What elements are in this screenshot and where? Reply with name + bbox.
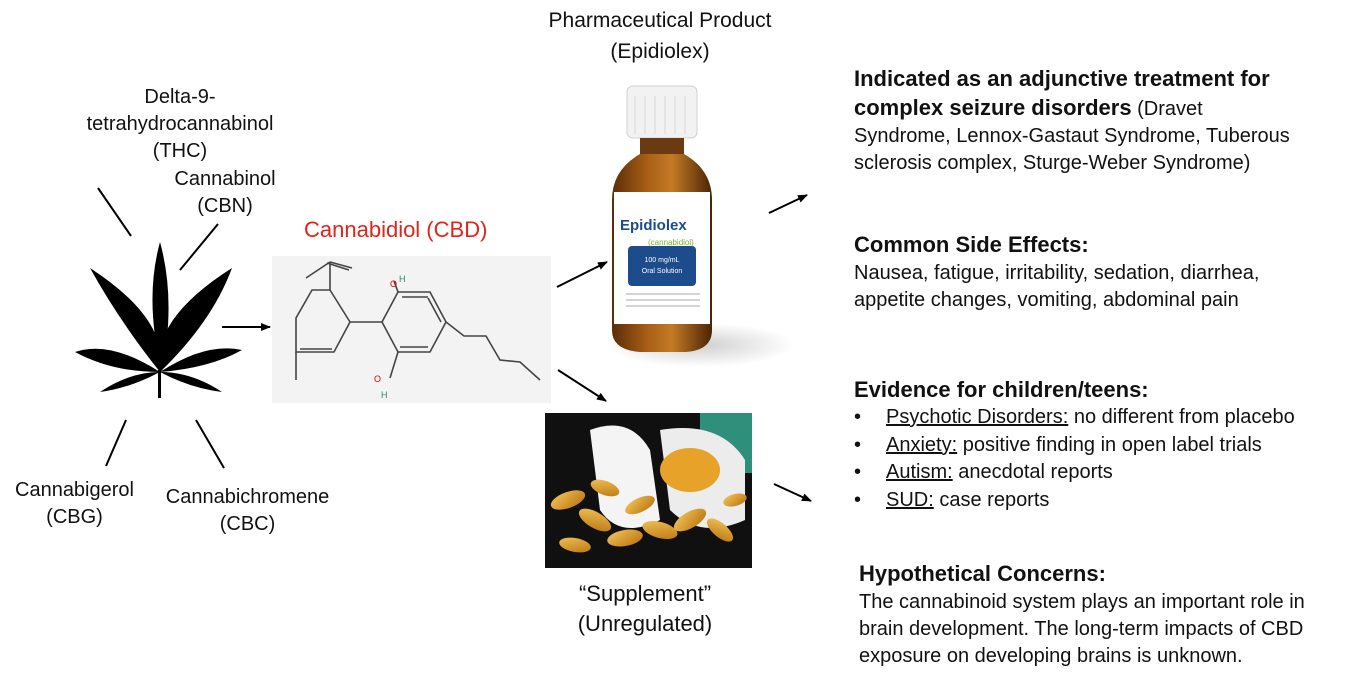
- indication-detail: (Dravet: [1137, 98, 1203, 120]
- evidence-section: Evidence for children/teens: •Psychotic …: [854, 376, 1364, 514]
- evidence-item: •Psychotic Disorders: no different from …: [854, 406, 1295, 428]
- indication-heading: Indicated as an adjunctive treatment for: [854, 66, 1270, 91]
- cannabis-leaf-icon: [75, 242, 242, 398]
- evidence-item: •SUD: case reports: [854, 488, 1050, 511]
- evidence-item: •Autism: anecdotal reports: [854, 461, 1113, 483]
- bottle-brand: Epidiolex: [620, 217, 687, 234]
- concerns-heading: Hypothetical Concerns:: [859, 561, 1106, 586]
- evidence-item: •Anxiety: positive finding in open label…: [854, 433, 1262, 456]
- epidiolex-bottle-image: Epidiolex (cannabidiol) 100 mg/mL Oral S…: [605, 85, 795, 367]
- cbd-label: Cannabidiol (CBD): [304, 217, 488, 242]
- concerns-section: Hypothetical Concerns: The cannabinoid s…: [859, 560, 1364, 670]
- indication-line-3: sclerosis complex, Sturge-Weber Syndrome…: [854, 152, 1251, 174]
- side-effects-heading: Common Side Effects:: [854, 232, 1089, 257]
- bottle-form: Oral Solution: [642, 268, 683, 275]
- pharma-title: Pharmaceutical Product: [548, 9, 772, 32]
- cbn-label: Cannabinol (CBN): [174, 168, 276, 217]
- evidence-heading: Evidence for children/teens:: [854, 377, 1149, 402]
- bottle-generic: (cannabidiol): [648, 238, 694, 247]
- supplement-capsules-image: [545, 413, 752, 568]
- cbg-label: Cannabigerol (CBG): [15, 479, 134, 528]
- flow-arrows: [222, 194, 812, 502]
- concerns-line-3: exposure on developing brains is unknown…: [859, 645, 1243, 667]
- cannabinoid-connector-lines: [97, 187, 225, 469]
- arrow-pharma-to-indication: [768, 194, 808, 214]
- hydrogen-1: H: [399, 274, 406, 284]
- side-effects-line-2: appetite changes, vomiting, abdominal pa…: [854, 289, 1239, 311]
- concerns-line-2: brain development. The long-term impacts…: [859, 618, 1304, 640]
- cbd-molecule-structure: [295, 261, 541, 381]
- indication-line-2: Syndrome, Lennox-Gastaut Syndrome, Tuber…: [854, 125, 1290, 147]
- cbc-label: Cannabichromene (CBC): [165, 486, 330, 535]
- pharma-subtitle: (Epidiolex): [610, 40, 710, 63]
- oxygen-1: O: [390, 279, 397, 289]
- arrow-cbd-to-pharma: [556, 261, 608, 288]
- hydrogen-2: H: [381, 390, 388, 400]
- oxygen-2: O: [374, 374, 381, 384]
- bottle-strength: 100 mg/mL: [644, 257, 679, 264]
- side-effects-line-1: Nausea, fatigue, irritability, sedation,…: [854, 262, 1260, 284]
- molecule-atom-labels: O H O H: [374, 274, 406, 400]
- pharma-title-block: Pharmaceutical Product (Epidiolex): [500, 5, 820, 67]
- indication-heading-2: complex seizure disorders: [854, 95, 1132, 120]
- arrow-cbd-to-supplement: [557, 369, 607, 402]
- indication-section: Indicated as an adjunctive treatment for…: [854, 65, 1364, 177]
- concerns-line-1: The cannabinoid system plays an importan…: [859, 591, 1305, 613]
- supplement-caption: “Supplement” (Unregulated): [577, 581, 713, 636]
- arrow-supplement-to-evidence: [773, 483, 812, 502]
- thc-label: Delta-9- tetrahydrocannabinol (THC): [86, 86, 274, 162]
- side-effects-section: Common Side Effects: Nausea, fatigue, ir…: [854, 231, 1364, 314]
- cbd-molecule-panel: [272, 256, 551, 403]
